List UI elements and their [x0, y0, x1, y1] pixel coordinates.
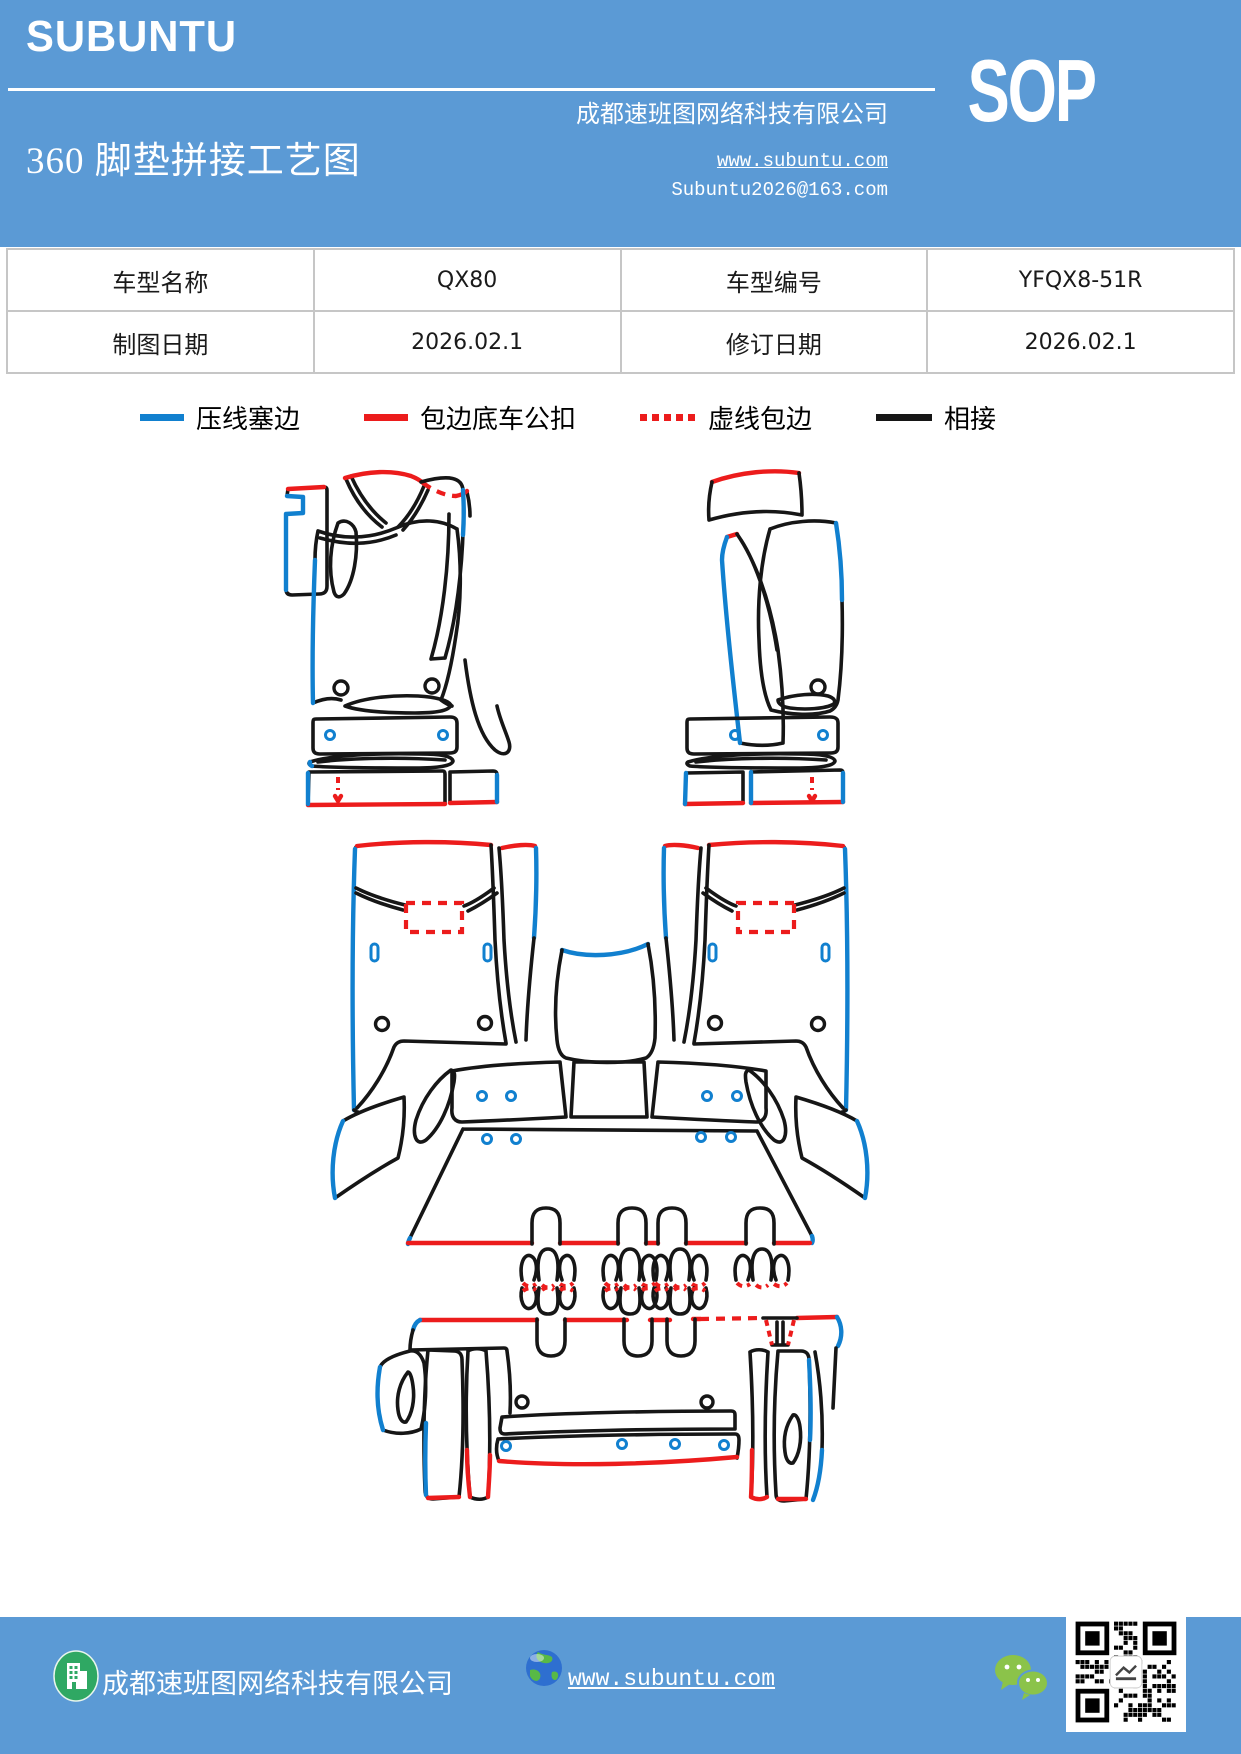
company-name-header: 成都速班图网络科技有限公司 [576, 102, 888, 128]
table-row: 车型名称 QX80 车型编号 YFQX8-51R [6, 248, 1235, 312]
legend-label: 包边底车公扣 [420, 404, 577, 434]
legend-label: 虚线包边 [708, 404, 813, 434]
trunk-mat-drawing [375, 1314, 844, 1503]
company-name-footer: 成都速班图网络科技有限公司 [102, 1669, 453, 1699]
model-name-label: 车型名称 [6, 248, 315, 312]
front-left-mat-drawing [283, 469, 512, 808]
website-link-header[interactable]: www.subuntu.com [716, 150, 888, 172]
buckle-connectors-drawing [521, 1247, 791, 1314]
email-link-header[interactable]: Subuntu2026@163.com [671, 179, 888, 201]
line-type-legend: 压线塞边 包边底车公扣 虚线包边 相接 [0, 398, 1241, 436]
draw-date-value: 2026.02.1 [312, 310, 622, 374]
red-line-sample [364, 413, 409, 421]
header-divider [8, 88, 935, 91]
mat-stitching-diagram [283, 469, 1241, 1503]
qr-code [1066, 1612, 1186, 1732]
revise-date-label: 修订日期 [619, 310, 929, 374]
vehicle-info-table: 车型名称 QX80 车型编号 YFQX8-51R 制图日期 2026.02.1 … [6, 248, 1235, 374]
wechat-icon [995, 1655, 1049, 1700]
legend-label: 压线塞边 [196, 404, 301, 434]
legend-item-press-line: 压线塞边 [140, 399, 300, 436]
globe-icon [526, 1650, 562, 1686]
building-icon [53, 1650, 99, 1702]
blue-line-sample [140, 413, 184, 421]
page-title: 360 脚垫拼接工艺图 [26, 141, 361, 182]
brand-logo: SUBUNTU [26, 12, 238, 61]
rear-mat-drawing [333, 842, 868, 1247]
front-right-mat-drawing [682, 469, 846, 807]
revise-date-value: 2026.02.1 [926, 310, 1235, 374]
legend-item-dashed-wrap: 虚线包边 [640, 399, 812, 436]
legend-label: 相接 [944, 404, 997, 434]
table-row: 制图日期 2026.02.1 修订日期 2026.02.1 [6, 310, 1235, 374]
sop-label: SOP [967, 41, 1097, 140]
website-link-footer[interactable]: www.subuntu.com [568, 1666, 776, 1692]
red-dashed-line-sample [640, 413, 697, 421]
legend-item-edge-buckle: 包边底车公扣 [364, 399, 576, 436]
model-code-value: YFQX8-51R [926, 248, 1235, 312]
legend-item-join: 相接 [876, 399, 996, 436]
draw-date-label: 制图日期 [6, 310, 315, 374]
model-code-label: 车型编号 [619, 248, 929, 312]
header-band: SUBUNTU 360 脚垫拼接工艺图 成都速班图网络科技有限公司 www.su… [0, 0, 1241, 247]
model-name-value: QX80 [312, 248, 622, 312]
black-line-sample [876, 413, 933, 421]
